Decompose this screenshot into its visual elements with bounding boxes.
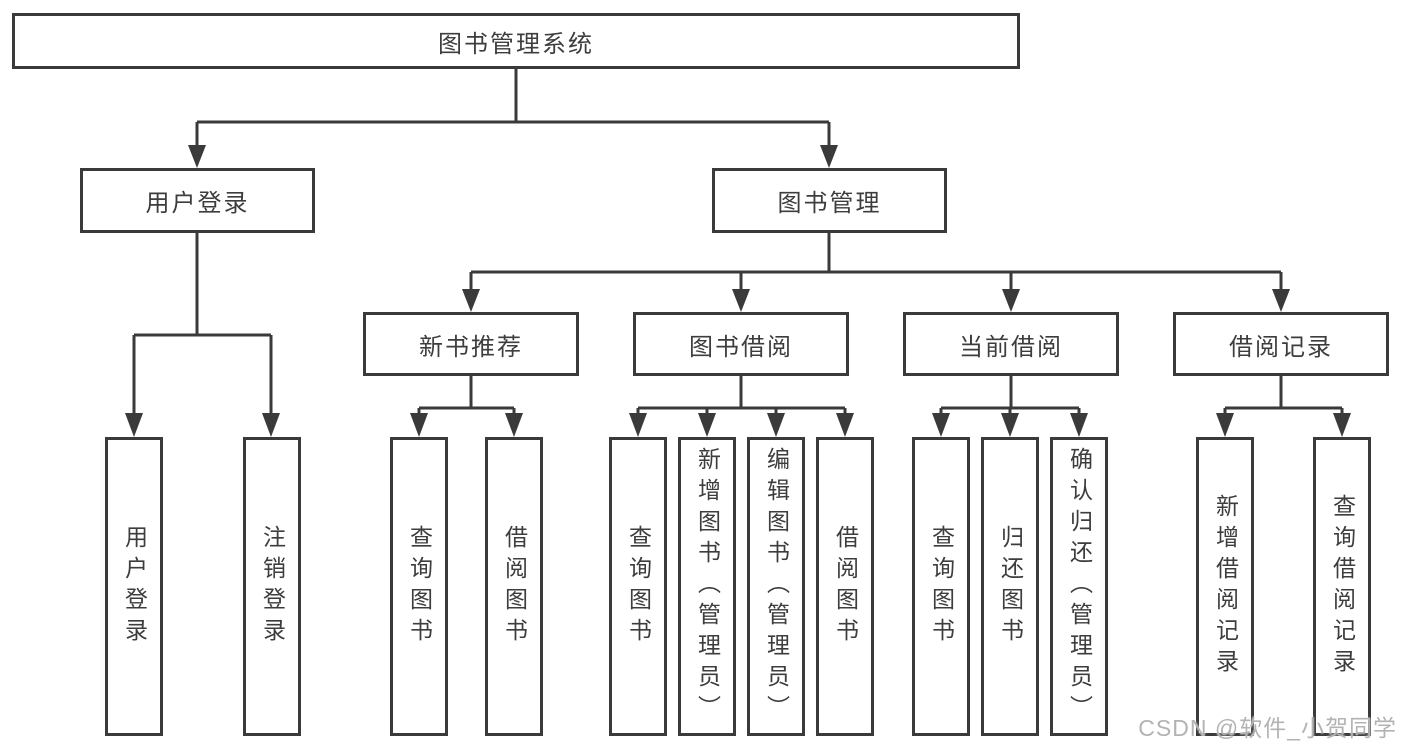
leaf-add-borrow-record: 新增借阅记录	[1196, 437, 1254, 736]
node-label: 用户登录	[145, 190, 250, 217]
leaf-label: 注销登录	[259, 524, 286, 649]
leaf-borrow-books: 借阅图书	[816, 437, 874, 736]
leaf-label: 查询借阅记录	[1329, 493, 1356, 680]
node-current-borrowing: 当前借阅	[903, 312, 1119, 376]
node-label: 图书管理系统	[438, 30, 594, 58]
node-book-borrowing: 图书借阅	[633, 312, 849, 376]
node-library-management-system: 图书管理系统	[12, 13, 1020, 69]
leaf-label: 编辑图书（管理员）	[763, 447, 790, 726]
leaf-label: 查询图书	[928, 524, 955, 649]
leaf-label: 查询图书	[406, 524, 433, 649]
leaf-label: 新增图书（管理员）	[694, 447, 721, 726]
node-borrowing-records: 借阅记录	[1173, 312, 1389, 376]
node-book-management: 图书管理	[712, 168, 947, 233]
leaf-label: 借阅图书	[501, 524, 528, 649]
node-new-book-recommendation: 新书推荐	[363, 312, 579, 376]
leaf-label: 确认归还（管理员）	[1066, 447, 1093, 726]
leaf-label: 查询图书	[625, 524, 652, 649]
node-label: 图书管理	[777, 190, 882, 217]
leaf-user-login: 用户登录	[105, 437, 163, 736]
leaf-return-book: 归还图书	[981, 437, 1039, 736]
node-label: 当前借阅	[959, 333, 1063, 361]
csdn-watermark: CSDN @软件_小贺同学	[1138, 715, 1397, 741]
leaf-query-books-borrowing: 查询图书	[609, 437, 667, 736]
leaf-confirm-return-admin: 确认归还（管理员）	[1050, 437, 1108, 736]
node-label: 图书借阅	[689, 333, 793, 361]
node-label: 新书推荐	[419, 333, 523, 361]
leaf-query-books-recommend: 查询图书	[390, 437, 448, 736]
leaf-add-book-admin: 新增图书（管理员）	[678, 437, 736, 736]
leaf-label: 用户登录	[121, 524, 148, 649]
leaf-label: 借阅图书	[832, 524, 859, 649]
leaf-logout: 注销登录	[243, 437, 301, 736]
leaf-query-borrow-record: 查询借阅记录	[1313, 437, 1371, 736]
leaf-query-books-current: 查询图书	[912, 437, 970, 736]
leaf-edit-book-admin: 编辑图书（管理员）	[747, 437, 805, 736]
leaf-borrow-books-recommend: 借阅图书	[485, 437, 543, 736]
leaf-label: 归还图书	[997, 524, 1024, 649]
node-user-login: 用户登录	[80, 168, 315, 233]
leaf-label: 新增借阅记录	[1212, 493, 1239, 680]
node-label: 借阅记录	[1229, 333, 1333, 361]
